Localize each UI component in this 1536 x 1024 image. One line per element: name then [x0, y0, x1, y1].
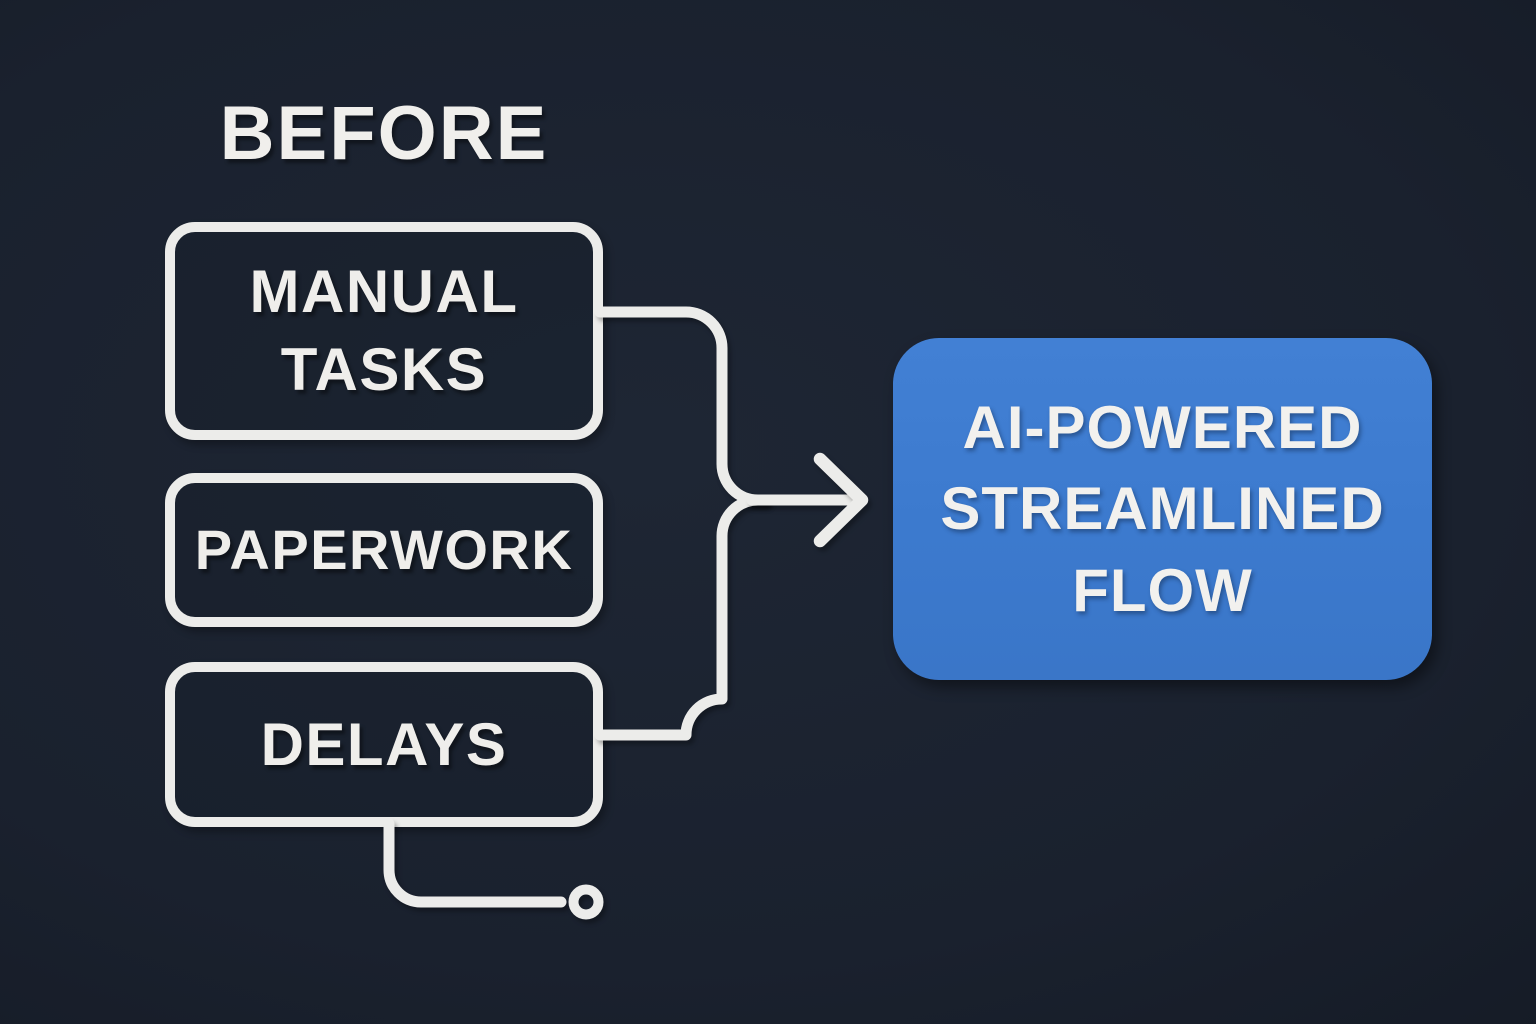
node-manual-tasks-label-line2: TASKS: [280, 336, 488, 403]
node-paperwork: PAPERWORK: [165, 473, 603, 627]
before-heading: BEFORE: [219, 91, 549, 176]
node-delays: DELAYS: [165, 662, 603, 827]
arrowhead-icon: [813, 452, 869, 548]
node-manual-tasks: MANUAL TASKS: [165, 222, 603, 440]
endpoint-circle-icon: [568, 884, 604, 920]
connector-manual-tasks: [594, 306, 770, 506]
connector-delays-stub: [383, 818, 567, 908]
node-ai-flow-label-line1: AI-POWERED: [962, 393, 1363, 461]
node-delays-label: DELAYS: [260, 710, 508, 778]
node-manual-tasks-label-line1: MANUAL: [249, 258, 519, 325]
node-paperwork-label: PAPERWORK: [194, 517, 574, 581]
node-ai-flow-label-line3: FLOW: [1072, 556, 1253, 624]
connector-delays: [594, 494, 770, 741]
node-ai-flow: AI-POWERED STREAMLINED FLOW: [893, 338, 1432, 680]
node-ai-flow-label-line2: STREAMLINED: [940, 475, 1385, 543]
